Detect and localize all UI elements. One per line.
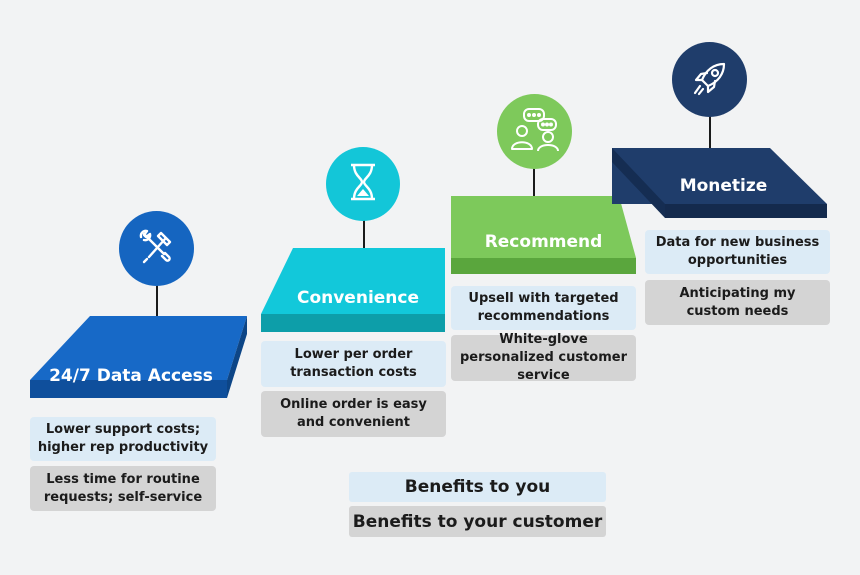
benefit-customer-convenience: Online order is easy and convenient <box>261 391 446 437</box>
monetize-icon-circle <box>672 42 747 117</box>
benefit-customer-recommend: White-glove personalized customer servic… <box>451 332 636 383</box>
recommend-icon-circle <box>497 94 572 169</box>
tools-icon <box>135 225 179 273</box>
legend-benefits-to-you: Benefits to you <box>349 472 606 502</box>
connector-line <box>709 115 711 173</box>
step-label-monetize: Monetize <box>679 176 768 196</box>
benefit-customer-monetize: Anticipating my custom needs <box>645 280 830 325</box>
legend-benefits-to-customer: Benefits to your customer <box>349 506 606 537</box>
connector-line <box>156 270 158 320</box>
benefit-you-convenience: Lower per order transaction costs <box>261 341 446 387</box>
convenience-icon-circle <box>326 147 400 221</box>
step-label-data-access: 24/7 Data Access <box>49 366 213 386</box>
hourglass-icon <box>345 162 381 206</box>
benefit-you-data-access: Lower support costs; higher rep producti… <box>30 417 216 461</box>
step-platform-monetize: Monetize <box>612 148 827 220</box>
step-platform-data-access: 24/7 Data Access <box>30 316 247 408</box>
data-access-icon-circle <box>119 211 194 286</box>
rocket-icon <box>690 58 730 102</box>
conversation-icon <box>510 107 560 157</box>
connector-line <box>533 165 535 225</box>
benefit-you-monetize: Data for new business opportunities <box>645 230 830 274</box>
step-platform-convenience: Convenience <box>261 248 445 332</box>
step-platform-recommend: Recommend <box>451 196 636 276</box>
benefit-you-recommend: Upsell with targeted recommendations <box>451 286 636 330</box>
step-label-recommend: Recommend <box>484 232 603 252</box>
connector-line <box>363 210 365 250</box>
step-label-convenience: Convenience <box>296 288 420 308</box>
benefit-customer-data-access: Less time for routine requests; self-ser… <box>30 466 216 511</box>
